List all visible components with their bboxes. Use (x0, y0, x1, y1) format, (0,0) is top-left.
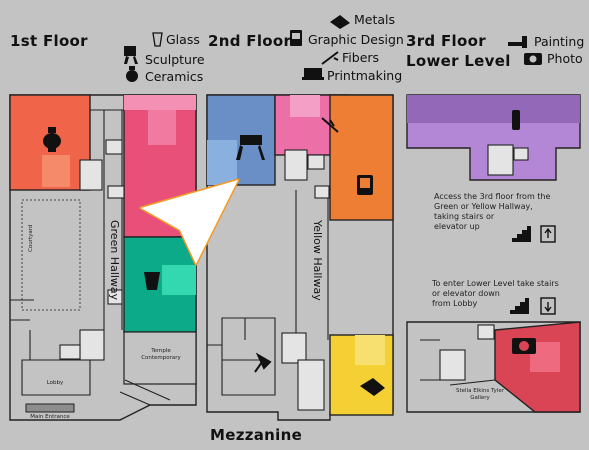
glass-cup-icon (144, 272, 160, 290)
elevator-up-icon (540, 225, 556, 243)
cursor-arrow (139, 178, 240, 266)
lower-level-title: Lower Level (406, 52, 511, 70)
painting-legend-icon (508, 36, 527, 48)
first-floor-title: 1st Floor (10, 32, 88, 50)
third-floor-title: 3rd Floor (406, 32, 486, 50)
legend-sculpture-label: Sculpture (145, 52, 205, 67)
main-entrance-label: Main Entrance (30, 414, 70, 420)
temple-contemporary-room (123, 331, 197, 385)
stairs-down-icon (510, 298, 529, 314)
ceramics-icon (43, 127, 61, 152)
second-floor-title: 2nd Floor (208, 32, 292, 50)
temple-contemporary-label: Temple Contemporary (141, 348, 181, 361)
fibers-needle-icon (321, 117, 339, 133)
sculpture-easel-icon (236, 135, 265, 160)
courtyard-label: Courtyard (28, 225, 35, 252)
stella-gallery-label: Stella Elkins Tyler Gallery (456, 388, 504, 401)
metals-icon (360, 378, 385, 396)
lower-level-access-note: To enter Lower Level take stairs or elev… (432, 279, 559, 308)
glass-legend-icon (152, 32, 163, 47)
fibers-legend-icon (321, 51, 339, 65)
legend-metals-label: Metals (354, 12, 396, 27)
legend-photo-label: Photo (547, 51, 583, 66)
legend-printmaking-label: Printmaking (327, 68, 403, 83)
lobby-label: Lobby (46, 380, 64, 386)
legend-glass-label: Glass (166, 32, 200, 47)
graphic-design-legend-icon (290, 30, 302, 46)
metals-legend-icon (330, 15, 350, 29)
painting-brush-icon (512, 110, 520, 130)
metals-room (329, 94, 394, 221)
legend-ceramics-label: Ceramics (145, 69, 204, 84)
printmaking-legend-icon (302, 68, 324, 80)
photo-camera-icon (512, 338, 536, 354)
stairs-up-icon (512, 226, 531, 242)
mezzanine-title: Mezzanine (210, 426, 303, 444)
third-floor-access-note: Access the 3rd floor from the Green or Y… (434, 192, 551, 231)
sculpture-tool-icon (254, 352, 272, 373)
legend-graphic-design-label: Graphic Design (308, 32, 404, 47)
legend-painting-label: Painting (534, 34, 585, 49)
sculpture-legend-icon (124, 46, 138, 64)
green-hallway-label: Green Hallway (108, 220, 121, 301)
yellow-hallway-label: Yellow Hallway (311, 220, 324, 301)
graphic-design-notebook-icon (357, 175, 373, 195)
ceramics-legend-icon (126, 66, 138, 82)
photo-legend-icon (524, 53, 542, 65)
legend-fibers-label: Fibers (342, 50, 380, 65)
elevator-down-icon (540, 297, 556, 315)
